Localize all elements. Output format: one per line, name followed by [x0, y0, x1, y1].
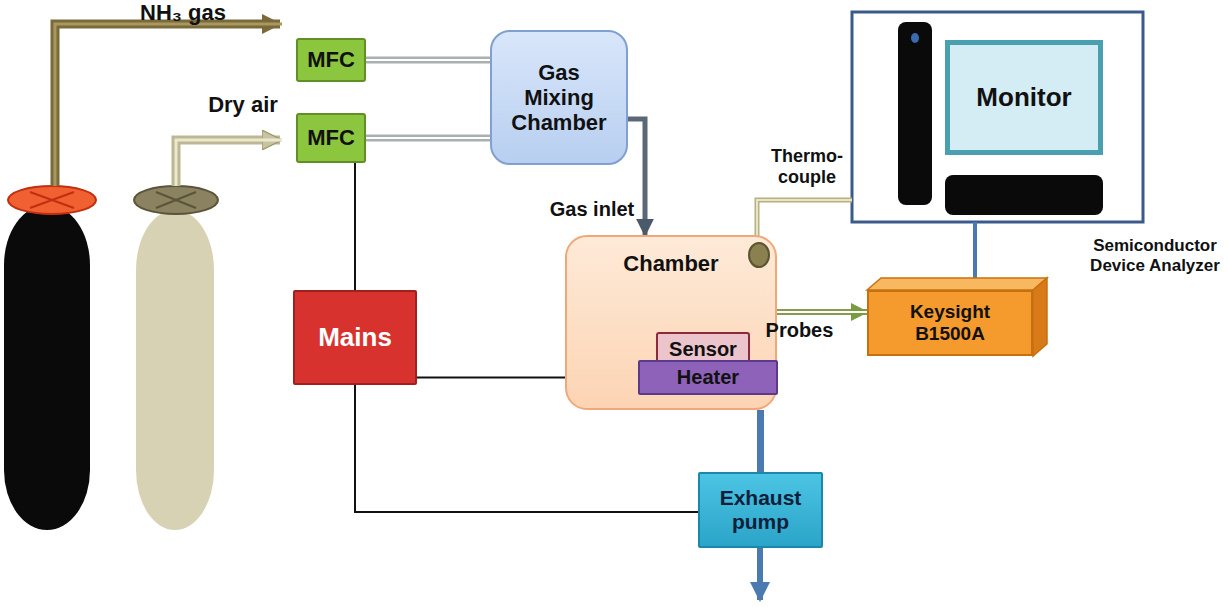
node-text: Monitor	[976, 83, 1071, 113]
valve-cross	[156, 192, 196, 208]
thermocouple-wire-inner	[757, 200, 852, 244]
gas-label: Dry air	[198, 92, 288, 117]
power-led	[911, 33, 919, 43]
inlet-label: Gas inlet	[546, 198, 638, 221]
thermocouple-tip	[749, 243, 769, 267]
thermocouple-wire	[757, 200, 852, 244]
exhaust-outlet	[757, 548, 763, 600]
data-cable	[973, 222, 977, 278]
computer-frame	[852, 12, 1143, 222]
node-text: MFC	[307, 47, 355, 72]
cylinder-body	[136, 210, 214, 530]
node-text: Exhaust pump	[711, 486, 811, 534]
node-text: Heater	[677, 366, 739, 389]
connector-line	[366, 57, 490, 64]
air-pipe-inner	[176, 140, 282, 186]
power-wire	[355, 163, 356, 290]
cylinder-body	[4, 205, 90, 530]
keyboard	[945, 175, 1103, 215]
air-pipe	[176, 140, 280, 186]
node-text: Chamber	[623, 251, 718, 276]
monitor-screen: Monitor	[945, 40, 1103, 155]
node-text: MFC	[307, 125, 355, 150]
dry-air-cylinder	[134, 186, 218, 530]
mains-box: Mains	[293, 290, 417, 385]
mfc-box: MFC	[296, 113, 366, 163]
gas-line	[366, 60, 490, 61]
sensor-label: Thermo- couple	[766, 146, 848, 187]
nh3-cylinder	[4, 186, 96, 530]
gas-line	[366, 138, 490, 139]
heater-box: Heater	[638, 360, 778, 395]
node-text: Mains	[318, 323, 392, 353]
mixing-chamber-box: Gas Mixing Chamber	[490, 30, 628, 165]
analyzer-faces	[867, 278, 1047, 356]
mfc-box: MFC	[296, 38, 366, 82]
exhaust-pump-box: Exhaust pump	[698, 472, 823, 548]
connector-line	[354, 163, 356, 290]
node-text: Sensor	[669, 338, 737, 361]
edge-label: Probes	[766, 319, 834, 342]
analyzer-top-face	[867, 278, 1047, 290]
gas-label: NH₃ gas	[128, 0, 238, 25]
instrument-label: Semiconductor Device Analyzer	[1086, 236, 1224, 275]
thermocouple-bulb	[744, 240, 774, 270]
cylinder-valve	[134, 186, 218, 214]
node-text: Gas Mixing Chamber	[509, 60, 609, 136]
computer-tower	[898, 22, 932, 205]
cylinder-valve	[8, 186, 96, 214]
connector-line	[366, 135, 490, 142]
exhaust-line	[760, 410, 761, 472]
node-text: Keysight B1500A	[875, 301, 1025, 345]
test-chamber: ChamberSensorHeater	[565, 235, 777, 410]
connector-inner	[366, 137, 490, 139]
analyzer-side-face	[1033, 278, 1047, 356]
connector-inner	[366, 59, 490, 61]
analyzer-box: Keysight B1500A	[867, 290, 1033, 356]
connector-line	[757, 410, 764, 472]
valve-cross	[30, 192, 74, 208]
